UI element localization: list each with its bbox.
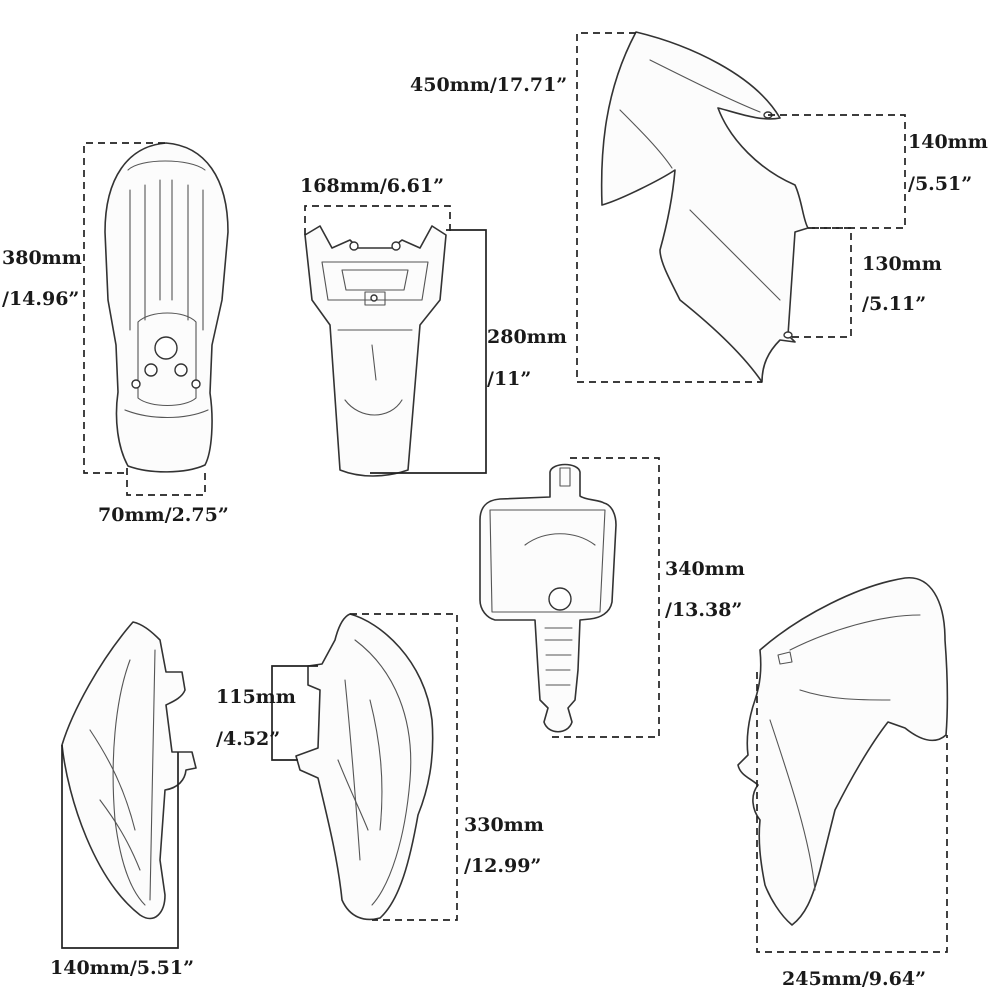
tank-shroud-left bbox=[600, 31, 809, 383]
front-fender-width-label: 70mm/2.75” bbox=[98, 504, 229, 526]
side-cover-right bbox=[295, 613, 434, 921]
number-plate-height-label: 340mm bbox=[665, 558, 745, 580]
tank-shroud-lower-inch-label: /5.11” bbox=[862, 293, 927, 315]
side-cover-width-label: 140mm/5.51” bbox=[50, 957, 195, 979]
side-cover-left-width-dimension bbox=[61, 745, 179, 949]
shroud-right-width-dimension bbox=[756, 672, 948, 953]
tank-shroud-right bbox=[737, 577, 949, 926]
tank-shroud-lower-label: 130mm bbox=[862, 253, 942, 275]
tank-shroud-lower-dimension bbox=[788, 227, 852, 338]
side-cover-length-inch-label: /12.99” bbox=[464, 855, 542, 877]
side-cover-length-label: 330mm bbox=[464, 814, 544, 836]
tank-shroud-length-label: 450mm/17.71” bbox=[410, 74, 568, 96]
front-fender-length-inch-label: /14.96” bbox=[2, 288, 80, 310]
number-plate bbox=[479, 463, 617, 733]
rear-fender-length-inch-label: /11” bbox=[487, 368, 532, 390]
number-plate-height-dimension bbox=[548, 457, 660, 738]
front-fender-width-dimension bbox=[126, 468, 206, 496]
tank-shroud-length-dimension bbox=[576, 32, 762, 383]
side-cover-length-dimension bbox=[350, 613, 458, 921]
front-fender bbox=[104, 142, 229, 473]
rear-fender-length-dimension bbox=[370, 229, 487, 474]
rear-fender bbox=[304, 225, 447, 477]
tank-shroud-upper-dimension bbox=[768, 114, 906, 229]
rear-fender-length-label: 280mm bbox=[487, 326, 567, 348]
rear-fender-width-label: 168mm/6.61” bbox=[300, 175, 445, 197]
tank-shroud-upper-label: 140mm bbox=[908, 131, 988, 153]
number-plate-height-inch-label: /13.38” bbox=[665, 599, 743, 621]
side-cover-mount-inch-label: /4.52” bbox=[216, 728, 281, 750]
tank-shroud-upper-inch-label: /5.51” bbox=[908, 173, 973, 195]
side-cover-mount-dimension bbox=[271, 665, 318, 761]
shroud-right-width-label: 245mm/9.64” bbox=[782, 968, 927, 990]
front-fender-length-label: 380mm bbox=[2, 247, 82, 269]
rear-fender-width-dimension bbox=[304, 205, 451, 235]
side-cover-mount-label: 115mm bbox=[216, 686, 296, 708]
side-cover-left bbox=[61, 621, 197, 920]
front-fender-length-dimension bbox=[83, 142, 165, 474]
